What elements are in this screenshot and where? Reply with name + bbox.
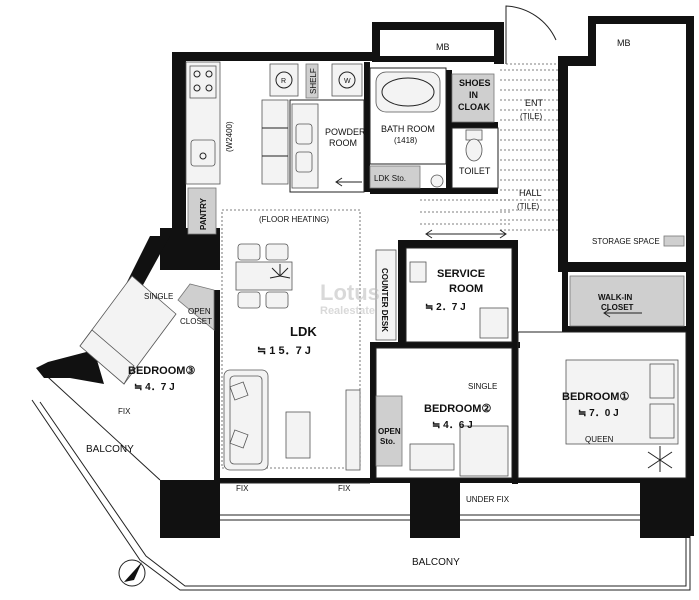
open-storage	[375, 395, 403, 467]
service-room	[405, 247, 513, 343]
service-room-label: SERVICE	[437, 268, 485, 280]
hall-label: HALL	[519, 188, 542, 198]
closet-arrow	[603, 308, 642, 318]
toilet-room	[451, 127, 499, 189]
powder-room-label-2: ROOM	[329, 138, 357, 148]
toilet-tank-icon	[465, 129, 483, 141]
open-closet-label: OPEN	[188, 307, 211, 316]
bedroom-1-size: ≒ 7．0 J	[578, 408, 619, 419]
service-size-label: ≒ 2．7 J	[425, 302, 466, 313]
entrance-floor-grid	[420, 69, 558, 231]
storage-space-label: STORAGE SPACE	[592, 237, 660, 246]
walk-in-label: WALK-IN	[598, 293, 632, 302]
single-b2-label: SINGLE	[468, 382, 497, 391]
shelf-label: SHELF	[309, 68, 318, 94]
walk-in-label-2: CLOSET	[601, 303, 634, 312]
bedroom-3-label: BEDROOM③	[128, 365, 195, 377]
open-closet	[177, 283, 215, 331]
pantry	[187, 187, 217, 235]
under-fix-label: UNDER FIX	[466, 495, 510, 504]
pantry-label: PANTRY	[199, 197, 208, 230]
bedroom-2-label: BEDROOM②	[424, 403, 491, 415]
queen-label: QUEEN	[585, 435, 614, 444]
ent-tile-label: (TILE)	[520, 112, 543, 121]
powder-room	[289, 99, 365, 193]
sliding-door-arrow	[425, 229, 507, 239]
ent-label: ENT	[525, 98, 544, 108]
floor-heating-label: (FLOOR HEATING)	[259, 215, 329, 224]
bedroom-3-size: ≒ 4．7 J	[134, 382, 175, 393]
walk-in-closet	[569, 275, 685, 327]
balcony-bottom-label: BALCONY	[412, 557, 460, 568]
ldk-label: LDK	[290, 324, 317, 339]
ldk-sto-label: LDK Sto.	[374, 174, 406, 183]
sink-icon	[295, 123, 313, 145]
fix-label-3: FIX	[118, 407, 131, 416]
powder-room-label: POWDER	[325, 127, 366, 137]
shoes-label: SHOES	[459, 78, 491, 88]
open-sto-label-2: Sto.	[380, 437, 395, 446]
open-sto-label: OPEN	[378, 427, 401, 436]
w2400-label: (W2400)	[225, 121, 234, 152]
compass-icon	[118, 559, 146, 587]
counter-desk	[375, 249, 397, 341]
shelf	[305, 63, 319, 99]
fix-label-1: FIX	[236, 484, 249, 493]
service-chair-icon	[409, 261, 427, 283]
toilet-label: TOILET	[459, 166, 491, 176]
ldk-storage	[369, 165, 421, 189]
watermark-2: Realestate	[320, 305, 375, 317]
washer-w-label: W	[344, 78, 351, 85]
desk-b2	[409, 443, 455, 471]
coffee-table	[285, 411, 311, 459]
bath-size-label: (1418)	[394, 136, 417, 145]
plant-icon-2	[647, 446, 673, 472]
exterior-walls	[36, 16, 694, 538]
single-bed-b2	[459, 425, 509, 477]
bathtub-icon	[375, 71, 441, 113]
bedroom-2-size: ≒ 4．6 J	[432, 420, 473, 431]
hand-sink-icon	[430, 174, 444, 188]
fridge-r-label: R	[281, 78, 286, 85]
toilet-bowl-icon	[465, 138, 483, 162]
ldk-size-label: ≒ 1 5．7 J	[257, 345, 311, 357]
balcony-left-label: BALCONY	[86, 444, 134, 455]
watermark: Lotus	[320, 280, 380, 305]
tv-stand	[345, 389, 361, 471]
shoes-label-3: CLOAK	[458, 102, 490, 112]
plant-icon	[269, 264, 291, 279]
fridge-icon	[269, 63, 299, 97]
bath-room-label: BATH ROOM	[381, 124, 435, 134]
entrance-door[interactable]	[505, 5, 557, 65]
service-desk-icon	[479, 307, 509, 339]
counter-desk-label: COUNTER DESK	[380, 268, 389, 332]
mb-right-label: MB	[617, 38, 631, 48]
bedroom-1-label: BEDROOM①	[562, 391, 629, 403]
open-closet-label-2: CLOSET	[180, 317, 212, 326]
arrow-icon	[335, 177, 362, 187]
shoes-in-cloak	[451, 73, 495, 123]
sofa	[223, 369, 269, 471]
kitchen-counter	[185, 61, 289, 185]
dining-table	[235, 243, 293, 309]
sink-icon-2	[295, 151, 313, 173]
storage-space-swatch	[663, 235, 685, 247]
bedroom-1	[517, 331, 687, 479]
bath-room	[369, 67, 447, 165]
fix-label-2: FIX	[338, 484, 351, 493]
bedroom-3-bed	[79, 275, 177, 385]
single-b3-label: SINGLE	[144, 292, 173, 301]
washer-icon	[331, 63, 363, 97]
service-room-label-2: ROOM	[449, 283, 483, 295]
mb-left-label: MB	[436, 42, 450, 52]
balcony-outline	[31, 367, 691, 591]
shoes-label-2: IN	[469, 90, 478, 100]
hall-tile-label: (TILE)	[517, 202, 540, 211]
floor-heating-area	[221, 209, 361, 469]
vanity-counter	[291, 103, 319, 189]
